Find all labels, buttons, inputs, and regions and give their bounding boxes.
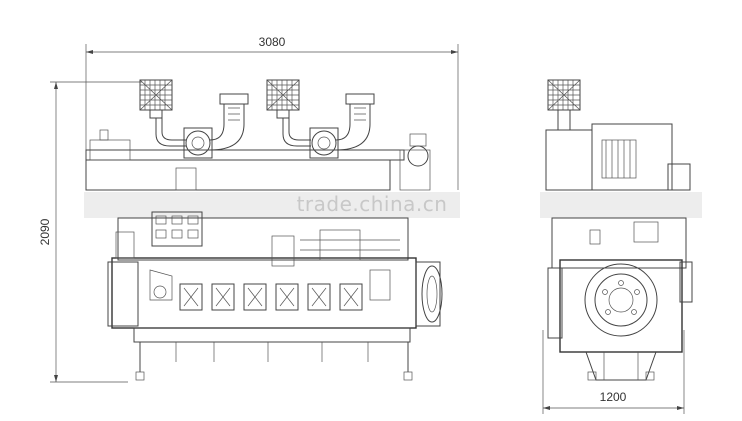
dimension-length-label: 3080 xyxy=(259,35,286,49)
exhaust-elbow-right xyxy=(335,93,375,151)
front-view xyxy=(540,79,702,381)
dimension-length: 3080 xyxy=(85,35,459,190)
side-view xyxy=(84,79,460,381)
air-filter-front xyxy=(547,79,581,131)
exhaust-elbow-left xyxy=(209,93,249,151)
dimension-height-label: 2090 xyxy=(38,218,52,245)
dimension-height: 2090 xyxy=(38,81,142,383)
cylinder-doors xyxy=(179,283,363,311)
dimension-width-label: 1200 xyxy=(600,390,627,404)
turbocharger-right xyxy=(309,127,339,159)
air-filter-right xyxy=(266,79,311,147)
air-filter-left xyxy=(139,79,186,147)
turbocharger-left xyxy=(183,127,213,159)
watermark-text: trade.china.cn xyxy=(297,192,448,216)
dimension-width: 1200 xyxy=(542,330,685,414)
